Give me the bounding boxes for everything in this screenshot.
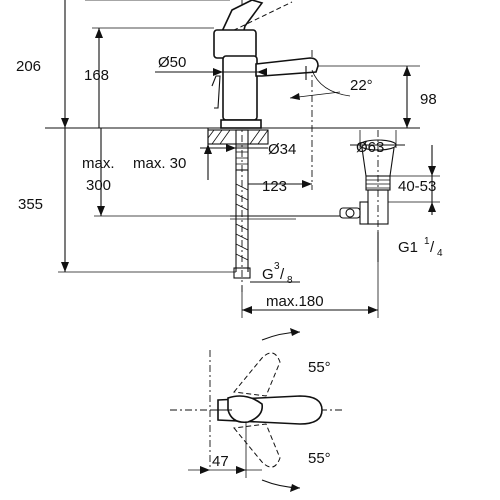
- dim-47-arrow-left: [200, 466, 210, 474]
- dim-123-text: 123: [262, 178, 287, 195]
- dim-355-arrow: [61, 262, 69, 272]
- dim-300-arrow: [97, 206, 105, 216]
- dim-355-text: 355: [18, 196, 43, 213]
- hose-braid: [235, 183, 249, 261]
- shank-thread: [236, 145, 248, 165]
- lever-rotated-right: [233, 423, 281, 468]
- dim-98-text: 98: [420, 91, 437, 108]
- dim-g1-frac-slash: /: [430, 239, 435, 256]
- dim-98-arrow-bottom: [403, 118, 411, 128]
- dim-4053-arrow-top: [428, 166, 436, 176]
- lever-hidden-path: [225, 1, 293, 35]
- mixer-cap-plan: [227, 395, 264, 424]
- dim-123-arrow: [302, 180, 312, 188]
- dim-22deg-text: 22°: [350, 77, 373, 94]
- dim-22deg-arrow: [290, 93, 300, 100]
- swing-arrow-bottom: [290, 484, 300, 492]
- dim-206-text: 206: [16, 58, 41, 75]
- faucet-body: [222, 55, 258, 121]
- dim-g1-text: G1: [398, 239, 418, 256]
- base-plate: [220, 119, 262, 129]
- dim-max180-arrow-left: [242, 306, 252, 314]
- dim-phi34-arrow: [226, 144, 236, 152]
- dim-max180-text: max.180: [266, 293, 324, 310]
- dim-max180-arrow-right: [368, 306, 378, 314]
- dim-phi50-arrow-right: [257, 68, 267, 76]
- dim-4053-arrow-bottom: [428, 202, 436, 212]
- dim-phi63-text: Ø63: [356, 139, 384, 156]
- dim-phi34-text: Ø34: [268, 141, 296, 158]
- dim-168-arrow: [95, 28, 103, 38]
- swing-arrow-top: [290, 328, 300, 336]
- lever-rotated-left: [233, 352, 281, 397]
- dim-phi50-text: Ø50: [158, 54, 186, 71]
- pop-up-lift-rod: [211, 75, 221, 109]
- dim-g38-frac-num: 3: [274, 261, 280, 272]
- dim-phi50-arrow-left: [213, 68, 223, 76]
- spout: [255, 57, 319, 77]
- dim-g1-frac-num: 1: [424, 236, 430, 247]
- countertop-section: [207, 129, 269, 145]
- dim-206-arrow: [61, 118, 69, 128]
- dim-300-text: 300: [86, 177, 111, 194]
- dim-168-text: 168: [84, 67, 109, 84]
- dim-4053-text: 40-53: [398, 178, 436, 195]
- front-elevation: 206 168 Ø50 22° 98 Ø34 Ø63 max.: [16, 0, 443, 318]
- angle-55-top-text: 55°: [308, 359, 331, 376]
- mixer-head: [213, 29, 257, 59]
- dim-g38-text: G: [262, 266, 274, 283]
- supply-hoses: [235, 170, 249, 272]
- dim-47-arrow-right: [236, 466, 246, 474]
- angle-55-bottom-text: 55°: [308, 450, 331, 467]
- hose-connector-g38: [233, 267, 251, 279]
- dim-g1-frac-den: 4: [437, 248, 443, 259]
- dim-47-text: 47: [212, 453, 229, 470]
- dim-max30-arrow: [204, 144, 212, 154]
- dim-max-text: max.: [82, 155, 115, 172]
- waste-assembly: [339, 130, 397, 232]
- dim-g38-frac-den: 8: [287, 275, 293, 286]
- dim-98-arrow-top: [403, 66, 411, 76]
- plan-view: 55° 55° 47: [170, 328, 345, 492]
- dim-max30-text: max. 30: [133, 155, 186, 172]
- dim-g38-frac-slash: /: [280, 266, 285, 283]
- mounting-shank: [235, 129, 249, 171]
